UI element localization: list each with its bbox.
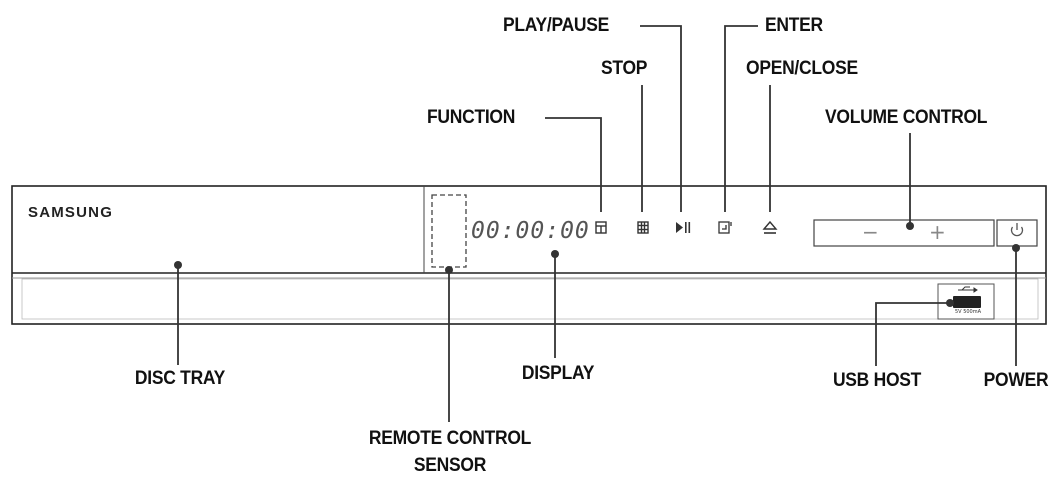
callout-function: FUNCTION bbox=[427, 107, 516, 128]
usb-port bbox=[953, 296, 981, 308]
callout-dots bbox=[174, 222, 1020, 307]
usb-port-label: 5V 500mA bbox=[955, 309, 982, 315]
callout-remote-control-sensor: REMOTE CONTROL SENSOR bbox=[349, 425, 551, 479]
power-icon bbox=[1010, 223, 1024, 237]
callout-lines bbox=[177, 25, 1017, 422]
usb-leader bbox=[875, 302, 950, 366]
volume-minus-mark: − bbox=[862, 220, 879, 244]
play-pause-leader bbox=[640, 25, 682, 212]
front-display-digits: 00:00:00 bbox=[471, 218, 590, 244]
callout-remote-line2: SENSOR bbox=[413, 455, 487, 476]
enter-leader bbox=[724, 25, 758, 212]
play-pause-icon bbox=[676, 222, 691, 233]
callout-enter: ENTER bbox=[765, 15, 823, 36]
volume-control bbox=[813, 219, 995, 247]
function-leader bbox=[545, 117, 602, 212]
usb-icon bbox=[958, 286, 978, 293]
callout-usb-host: USB HOST bbox=[832, 370, 922, 391]
callout-display: DISPLAY bbox=[521, 363, 595, 384]
callout-remote-line1: REMOTE CONTROL bbox=[368, 428, 532, 449]
function-icon bbox=[595, 221, 607, 234]
callout-volume-control: VOLUME CONTROL bbox=[825, 107, 988, 128]
stop-icon bbox=[637, 221, 649, 234]
callout-open-close: OPEN/CLOSE bbox=[746, 58, 858, 79]
callout-disc-tray: DISC TRAY bbox=[134, 368, 226, 389]
callout-play-pause: PLAY/PAUSE bbox=[503, 15, 610, 36]
callout-power: POWER bbox=[983, 370, 1049, 391]
disc-tray bbox=[21, 278, 1039, 320]
callout-stop: STOP bbox=[601, 58, 648, 79]
brand-logo: SAMSUNG bbox=[28, 204, 114, 221]
eject-icon bbox=[762, 220, 778, 234]
enter-icon bbox=[718, 221, 732, 234]
volume-plus-mark: + bbox=[929, 220, 946, 244]
